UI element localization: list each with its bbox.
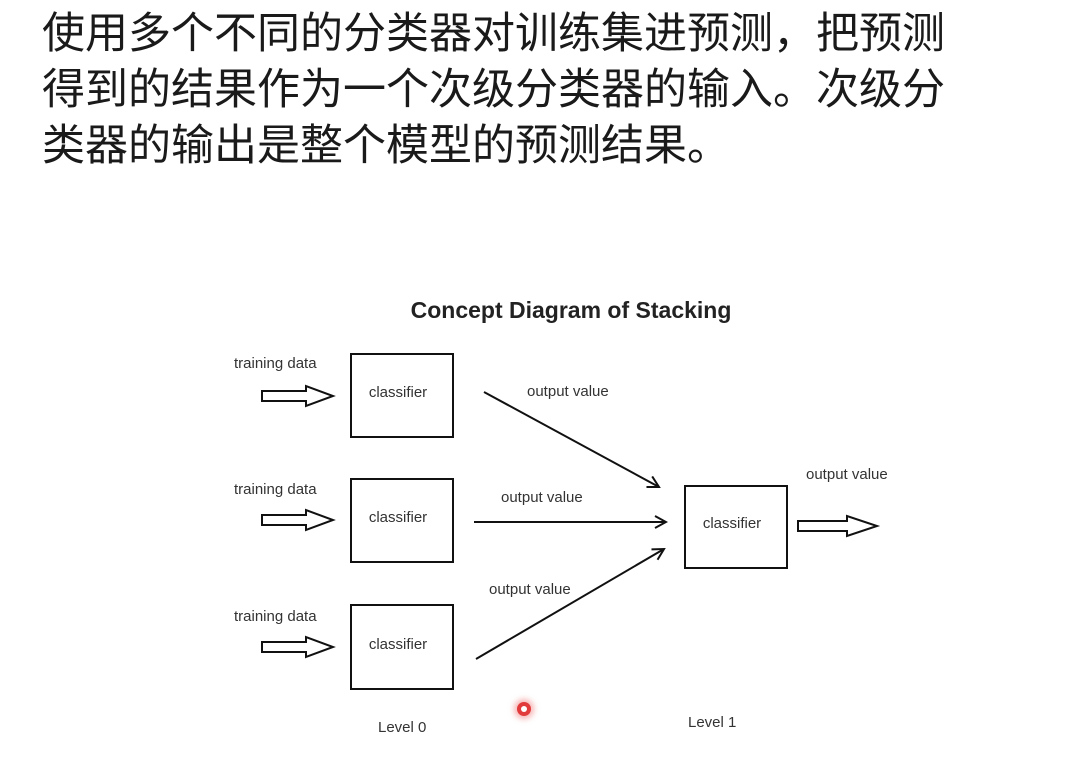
classifier-label-3: classifier [369, 636, 427, 653]
output-arrow-3 [475, 549, 664, 660]
classifier-label-1: classifier [369, 384, 427, 401]
classifier-box-1 [350, 353, 454, 438]
output-value-label-1: output value [527, 383, 609, 400]
input-arrow-1 [261, 384, 336, 408]
input-arrow-3 [261, 635, 336, 659]
pointer-highlight [517, 702, 531, 716]
training-data-label-2: training data [234, 481, 317, 498]
output-arrow-1 [483, 391, 659, 487]
diagram-title: Concept Diagram of Stacking [411, 297, 732, 323]
level-1-label: Level 1 [688, 714, 736, 731]
meta-classifier-box [684, 485, 788, 569]
final-output-arrow [797, 514, 881, 538]
level-0-label: Level 0 [378, 719, 426, 736]
output-value-label-3: output value [489, 581, 571, 598]
slide-text-line-2: 得到的结果作为一个次级分类器的输入。次级分 [42, 65, 945, 115]
training-data-label-1: training data [234, 355, 317, 372]
training-data-label-3: training data [234, 608, 317, 625]
output-value-label-2: output value [501, 489, 583, 506]
final-output-label: output value [806, 466, 888, 483]
classifier-box-3 [350, 604, 454, 690]
classifier-box-2 [350, 478, 454, 563]
meta-classifier-label: classifier [703, 515, 761, 532]
slide-text-line-1: 使用多个不同的分类器对训练集进预测，把预测 [42, 9, 945, 59]
slide-text-line-3: 类器的输出是整个模型的预测结果。 [42, 121, 730, 171]
classifier-label-2: classifier [369, 509, 427, 526]
pointer-highlight-center [521, 706, 527, 712]
input-arrow-2 [261, 508, 336, 532]
slide-paragraph: 使用多个不同的分类器对训练集进预测，把预测 得到的结果作为一个次级分类器的输入。… [42, 6, 1042, 174]
